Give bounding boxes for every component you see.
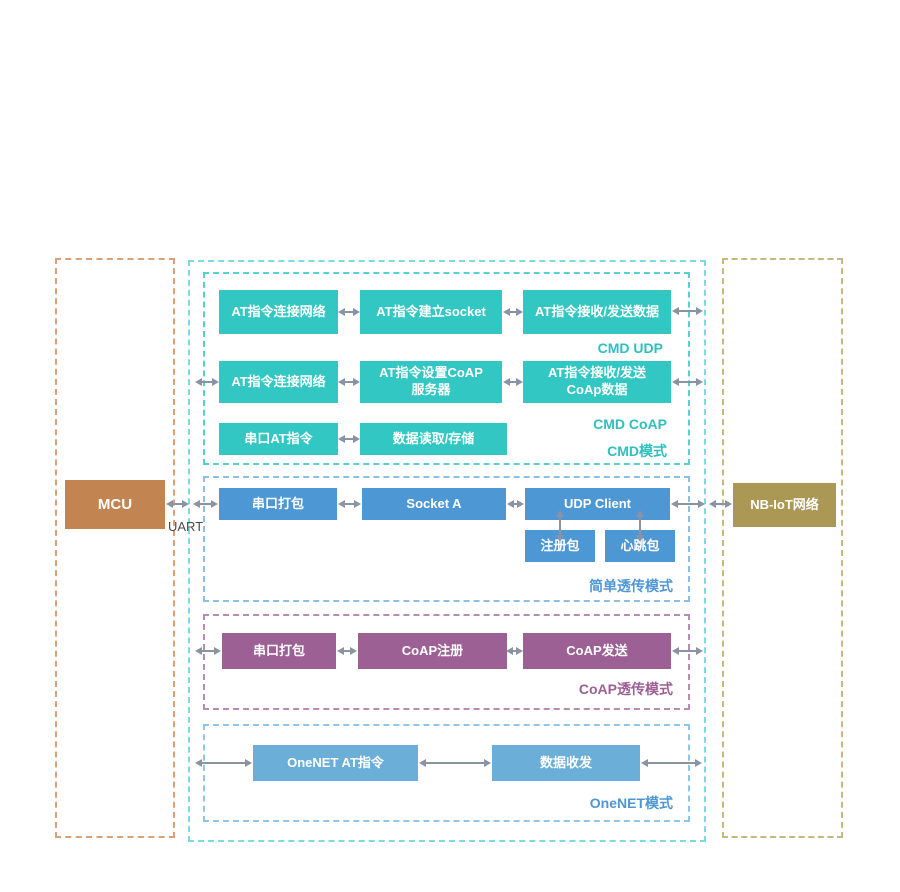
double-arrow — [641, 759, 702, 767]
double-arrow — [338, 308, 360, 316]
onenet-section-frame — [203, 724, 690, 822]
double-arrow — [556, 510, 564, 542]
coap-step-register: CoAP注册 — [358, 633, 507, 669]
cmd-coap-step-connect: AT指令连接网络 — [219, 361, 338, 403]
transparent-step-socket-a: Socket A — [362, 488, 506, 520]
cmd-coap-step-server: AT指令设置CoAP 服务器 — [360, 361, 502, 403]
module-outer-frame — [188, 260, 706, 842]
transparent-section-frame — [203, 476, 690, 602]
coap-mode-caption: CoAP透传模式 — [578, 681, 673, 697]
transparent-step-udp-client: UDP Client — [525, 488, 670, 520]
double-arrow — [672, 647, 703, 655]
cmd-udp-step-connect: AT指令连接网络 — [219, 290, 338, 334]
cmd-section-frame — [203, 272, 690, 465]
cmd-mode-caption: CMD模式 — [607, 443, 667, 459]
transparent-mode-caption: 简单透传模式 — [589, 578, 673, 594]
cmd-udp-step-data: AT指令接收/发送数据 — [523, 290, 671, 334]
cmd-udp-caption: CMD UDP — [597, 340, 663, 356]
double-arrow — [195, 759, 252, 767]
double-arrow — [166, 500, 189, 508]
double-arrow — [636, 510, 644, 542]
double-arrow — [507, 500, 524, 508]
onenet-step-data: 数据收发 — [492, 745, 640, 781]
double-arrow — [671, 500, 705, 508]
onenet-mode-caption: OneNET模式 — [589, 795, 673, 811]
double-arrow — [503, 378, 523, 386]
double-arrow — [337, 647, 357, 655]
coap-step-send: CoAP发送 — [523, 633, 671, 669]
double-arrow — [672, 307, 703, 315]
cmd-step-serial-at: 串口AT指令 — [219, 423, 338, 455]
mcu-column-frame — [55, 258, 175, 838]
double-arrow — [338, 500, 361, 508]
coap-section-frame — [203, 614, 690, 710]
double-arrow — [338, 378, 360, 386]
double-arrow — [193, 500, 218, 508]
double-arrow — [709, 500, 732, 508]
double-arrow — [506, 647, 523, 655]
mcu-box: MCU — [65, 480, 165, 529]
coap-step-serial-pack: 串口打包 — [222, 633, 336, 669]
double-arrow — [195, 647, 221, 655]
network-column-frame — [722, 258, 843, 838]
cmd-coap-step-data: AT指令接收/发送 CoAp数据 — [523, 361, 671, 403]
uart-label: UART — [168, 519, 204, 534]
cmd-step-data-store: 数据读取/存储 — [360, 423, 507, 455]
cmd-udp-step-socket: AT指令建立socket — [360, 290, 502, 334]
onenet-step-at: OneNET AT指令 — [253, 745, 418, 781]
cmd-coap-caption: CMD CoAP — [593, 416, 667, 432]
double-arrow — [195, 378, 219, 386]
double-arrow — [503, 308, 523, 316]
double-arrow — [672, 378, 703, 386]
double-arrow — [338, 435, 360, 443]
transparent-step-serial-pack: 串口打包 — [219, 488, 337, 520]
double-arrow — [419, 759, 491, 767]
network-box: NB-IoT网络 — [733, 483, 836, 527]
